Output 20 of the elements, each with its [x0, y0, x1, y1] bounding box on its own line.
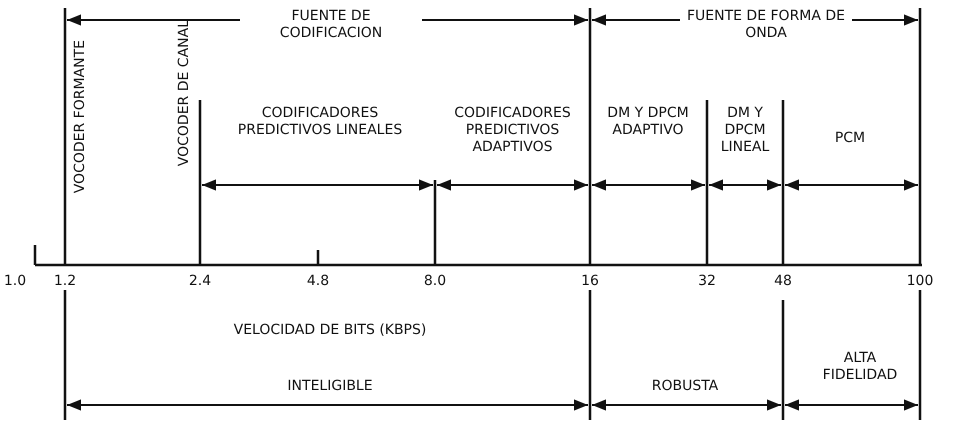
method-label: VOCODER DE CANAL	[176, 20, 193, 166]
method-label: DM Y DPCM LINEAL	[720, 105, 770, 156]
tick-label: 1.2	[52, 273, 78, 290]
method-label: DM Y DPCM ADAPTIVO	[606, 105, 690, 139]
tick-label: 48	[773, 273, 793, 290]
tick-label: 4.8	[306, 273, 330, 290]
axis-title: VELOCIDAD DE BITS (KBPS)	[232, 322, 428, 339]
method-label: CODIFICADORES PREDICTIVOS ADAPTIVOS	[453, 105, 572, 156]
tick-label: 32	[697, 273, 717, 290]
method-label: VOCODER FORMANTE	[72, 40, 89, 194]
quality-label: INTELIGIBLE	[286, 378, 374, 395]
tick-label: 16	[580, 273, 600, 290]
quality-label: ALTA FIDELIDAD	[822, 350, 898, 384]
method-label: CODIFICADORES PREDICTIVOS LINEALES	[236, 105, 404, 139]
method-label: PCM	[834, 130, 866, 147]
tick-label: 1.0	[2, 273, 28, 290]
quality-label: ROBUSTA	[650, 378, 720, 395]
tick-label: 100	[906, 273, 934, 290]
tick-label: 2.4	[188, 273, 212, 290]
tick-label: 8.0	[422, 273, 448, 290]
